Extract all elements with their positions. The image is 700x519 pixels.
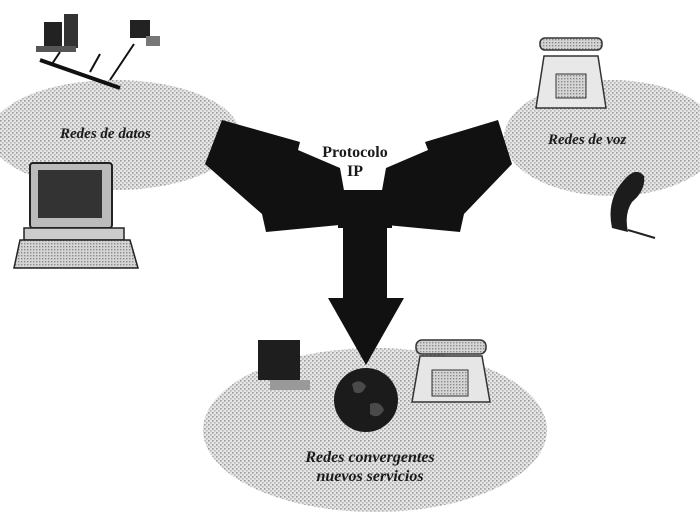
globe-icon bbox=[334, 368, 398, 432]
telephone-icon bbox=[536, 38, 606, 108]
converged-label-line2: nuevos servicios bbox=[250, 467, 490, 486]
converged-networks-label: Redes convergentes nuevos servicios bbox=[250, 448, 490, 486]
protocol-label-line2: IP bbox=[310, 162, 400, 181]
protocol-label: Protocolo IP bbox=[310, 143, 400, 181]
data-networks-label: Redes de datos bbox=[60, 126, 151, 143]
arrow-down bbox=[328, 214, 404, 365]
converged-label-line1: Redes convergentes bbox=[250, 448, 490, 467]
protocol-label-line1: Protocolo bbox=[310, 143, 400, 162]
network-pcs-icon bbox=[36, 14, 160, 88]
phone-icon bbox=[412, 340, 490, 402]
voice-networks-label: Redes de voz bbox=[548, 132, 626, 149]
